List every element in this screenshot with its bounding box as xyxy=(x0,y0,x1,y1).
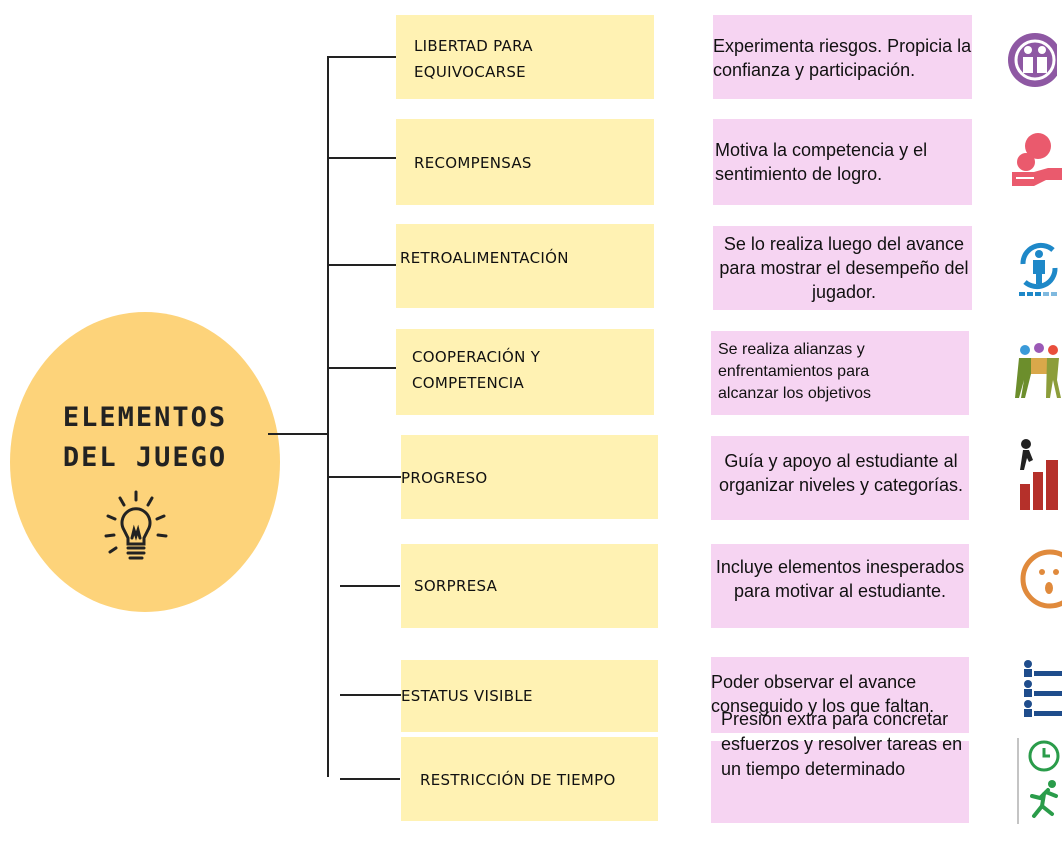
element-label-3: RETROALIMENTACIÓN xyxy=(400,249,569,267)
description-box-4 xyxy=(711,331,969,415)
central-title: ELEMENTOS DEL JUEGO xyxy=(14,398,276,478)
description-box-6 xyxy=(711,544,969,628)
element-card-8 xyxy=(401,737,658,821)
element-label-7: ESTATUS VISIBLE xyxy=(401,687,533,705)
description-text-7: Poder observar el avance conseguido y lo… xyxy=(711,672,935,716)
element-label-4: COOPERACIÓN Y COMPETENCIA xyxy=(412,348,541,392)
hand-reward-icon xyxy=(1012,133,1062,186)
surprised-face-icon xyxy=(1020,549,1062,609)
teamwork-icon xyxy=(1015,343,1061,398)
connector-branch-1 xyxy=(327,56,397,58)
central-title-line1: ELEMENTOS xyxy=(62,402,228,433)
child-care-icon xyxy=(1008,33,1057,87)
element-label-8: RESTRICCIÓN DE TIEMPO xyxy=(420,771,616,789)
description-text-1: Experimenta riesgos. Propicia la confian… xyxy=(713,36,972,80)
description-text-2: Motiva la competencia y el sentimiento d… xyxy=(715,140,928,184)
element-card-1 xyxy=(396,15,654,99)
element-label-5: PROGRESO xyxy=(401,469,488,487)
element-label-6: SORPRESA xyxy=(414,577,498,595)
connector-trunk xyxy=(268,433,328,435)
element-card-4 xyxy=(396,329,654,415)
description-box-5 xyxy=(711,436,969,520)
central-circle xyxy=(10,312,280,612)
element-label-1: LIBERTAD PARA EQUIVOCARSE xyxy=(414,37,533,81)
description-text-4: Se realiza alianzas y enfrentamientos pa… xyxy=(718,341,871,402)
element-card-7 xyxy=(401,660,658,732)
feedback-cycle-icon xyxy=(1019,242,1058,296)
description-box-7 xyxy=(711,657,969,733)
connector-spine xyxy=(327,56,329,777)
lightbulb-icon xyxy=(104,490,168,560)
connector-branch-6 xyxy=(340,585,400,587)
element-card-5 xyxy=(401,435,658,519)
progress-stairs-icon xyxy=(1020,439,1058,510)
description-text-6: Incluye elementos inesperados para motiv… xyxy=(715,557,965,601)
connector-branch-8 xyxy=(340,778,400,780)
description-text-8: Presión extra para concretar esfuerzos y… xyxy=(721,709,963,779)
connector-branch-7 xyxy=(340,694,402,696)
element-card-6 xyxy=(401,544,658,628)
element-label-2: RECOMPENSAS xyxy=(414,154,532,172)
description-text-5: Guía y apoyo al estudiante al organizar … xyxy=(718,451,964,495)
description-box-2 xyxy=(713,119,972,205)
connector-branch-5 xyxy=(327,476,401,478)
status-bars-icon xyxy=(1024,660,1062,717)
element-card-3 xyxy=(396,224,654,308)
description-box-1 xyxy=(713,15,972,99)
connector-branch-4 xyxy=(327,367,397,369)
runner-clock-icon xyxy=(1017,738,1060,824)
connector-branch-3 xyxy=(327,264,397,266)
element-card-2 xyxy=(396,119,654,205)
connector-branch-2 xyxy=(327,157,397,159)
description-box-8 xyxy=(711,741,969,823)
central-title-line2: DEL JUEGO xyxy=(62,442,228,473)
description-box-3 xyxy=(713,226,972,310)
description-text-3: Se lo realiza luego del avance para most… xyxy=(719,234,969,302)
